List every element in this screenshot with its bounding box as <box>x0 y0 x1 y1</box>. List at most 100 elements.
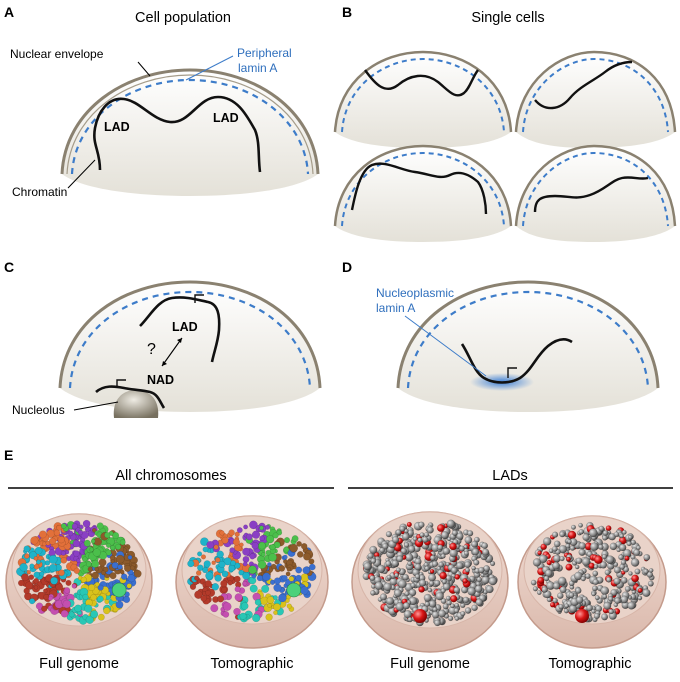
chromatin-bead <box>211 583 220 591</box>
chromatin-bead <box>296 541 302 547</box>
chromatin-bead <box>265 549 272 556</box>
chromatin-bead <box>569 604 578 613</box>
chromatin-bead <box>422 536 429 543</box>
chromatin-bead <box>406 521 412 528</box>
nucleolus-pointer <box>73 401 119 411</box>
peripheral-lamin-label-2: lamin A <box>238 61 277 75</box>
chromatin-bead <box>97 584 104 591</box>
chromatin-bead <box>423 593 432 602</box>
chromatin-bead <box>210 604 219 613</box>
chromatin-fiber-a <box>93 95 262 173</box>
chromatin-bead <box>603 601 612 610</box>
panel-d: D Nucleoplasmic lamin A <box>342 259 660 412</box>
chromatin-bead <box>602 594 608 599</box>
chromatin-bead <box>119 569 125 575</box>
chromatin-bead <box>242 580 248 586</box>
chromatin-bead <box>442 583 451 591</box>
chromatin-bead <box>90 610 99 619</box>
chromatin-bead <box>552 597 558 604</box>
panel-a-title: Cell population <box>135 10 231 26</box>
chromatin-bead <box>440 531 449 539</box>
chromatin-bead <box>631 574 639 583</box>
chromatin-bead <box>197 564 204 571</box>
chromatin-bead <box>449 548 458 558</box>
chromatin-bead <box>48 537 57 545</box>
chromatin-bead <box>396 555 404 563</box>
chromatin-bead <box>426 526 434 534</box>
chromatin-bead <box>565 563 573 571</box>
chromatin-bead <box>92 548 101 557</box>
chromatin-bead <box>613 531 620 538</box>
promoter-arrow-nad <box>116 379 126 388</box>
chromatin-bead <box>456 532 464 540</box>
chromatin-bead <box>440 588 446 594</box>
chromatin-bead <box>473 559 480 566</box>
chromatin-bead <box>441 579 447 585</box>
chromatin-bead <box>419 532 425 538</box>
peripheral-lamin-label-1: Peripheral <box>237 46 292 60</box>
chromatin-bead <box>234 593 243 602</box>
chromatin-bead <box>91 571 100 580</box>
chromatin-bead <box>286 603 292 609</box>
chromatin-bead <box>220 579 228 588</box>
chromatin-bead <box>588 528 598 538</box>
chromatin-bead <box>109 572 117 580</box>
chromatin-bead <box>648 568 654 573</box>
chromatin-bead <box>97 613 105 621</box>
panel-c: C LAD ? NAD Nucleolus <box>4 259 322 418</box>
chromatin-bead <box>283 546 290 553</box>
chromatin-bead <box>395 567 401 573</box>
chromatin-bead <box>41 605 48 612</box>
chromatin-bead <box>33 571 40 578</box>
chromatin-bead <box>254 599 262 606</box>
chromatin-bead <box>424 532 430 538</box>
chromatin-bead <box>217 595 225 603</box>
chromatin-bead <box>594 555 603 565</box>
chromatin-bead <box>559 555 565 562</box>
chromatin-bead <box>453 607 460 614</box>
chromatin-bead <box>268 553 277 562</box>
chromatin-bead <box>252 613 261 623</box>
chromatin-bead <box>568 592 575 598</box>
chromatin-bead <box>604 569 611 576</box>
chromatin-bead <box>127 555 133 560</box>
chromatin-bead <box>540 543 548 551</box>
chromatin-bead <box>467 587 476 596</box>
chromatin-bead <box>582 533 590 541</box>
chromatin-bead <box>392 536 400 544</box>
chromatin-bead <box>102 566 109 573</box>
chromatin-bead <box>593 612 601 620</box>
chromatin-bead <box>403 610 412 619</box>
chromatin-bead <box>82 593 89 600</box>
chromatin-bead <box>236 527 243 533</box>
chromatin-bead <box>590 542 599 552</box>
chromatin-bead <box>474 585 483 593</box>
chromatin-bead <box>29 563 35 569</box>
chromatin-bead <box>60 550 66 556</box>
chromatin-bead <box>431 611 440 619</box>
chromatin-bead <box>374 581 384 590</box>
chromatin-bead <box>557 576 567 586</box>
chromatin-bead <box>537 550 542 556</box>
chromatin-bead <box>464 561 472 568</box>
panel-a: A Cell population LAD LAD Nuclear envelo… <box>4 4 320 199</box>
chromatin-bead <box>242 561 248 567</box>
chromatin-bead <box>49 563 58 572</box>
chromatin-bead <box>230 560 237 566</box>
chromatin-bead <box>427 587 433 593</box>
chromatin-bead <box>195 570 202 576</box>
chromatin-bead <box>626 540 632 547</box>
chromatin-bead <box>53 529 61 536</box>
panel-b-letter: B <box>342 4 352 20</box>
chromatin-bead <box>90 539 96 544</box>
chromatin-bead <box>432 606 438 612</box>
nucleolus-label: Nucleolus <box>12 403 65 417</box>
chromatin-bead <box>543 537 552 546</box>
chromatin-bead <box>575 557 583 565</box>
bowl-tomographic-chromosomes <box>175 515 329 649</box>
chromatin-bead <box>34 546 43 555</box>
nucleoplasmic-pointer <box>404 315 487 377</box>
chromatin-bead <box>83 539 91 547</box>
chromatin-bead <box>543 575 550 582</box>
chromatin-bead <box>278 565 286 572</box>
